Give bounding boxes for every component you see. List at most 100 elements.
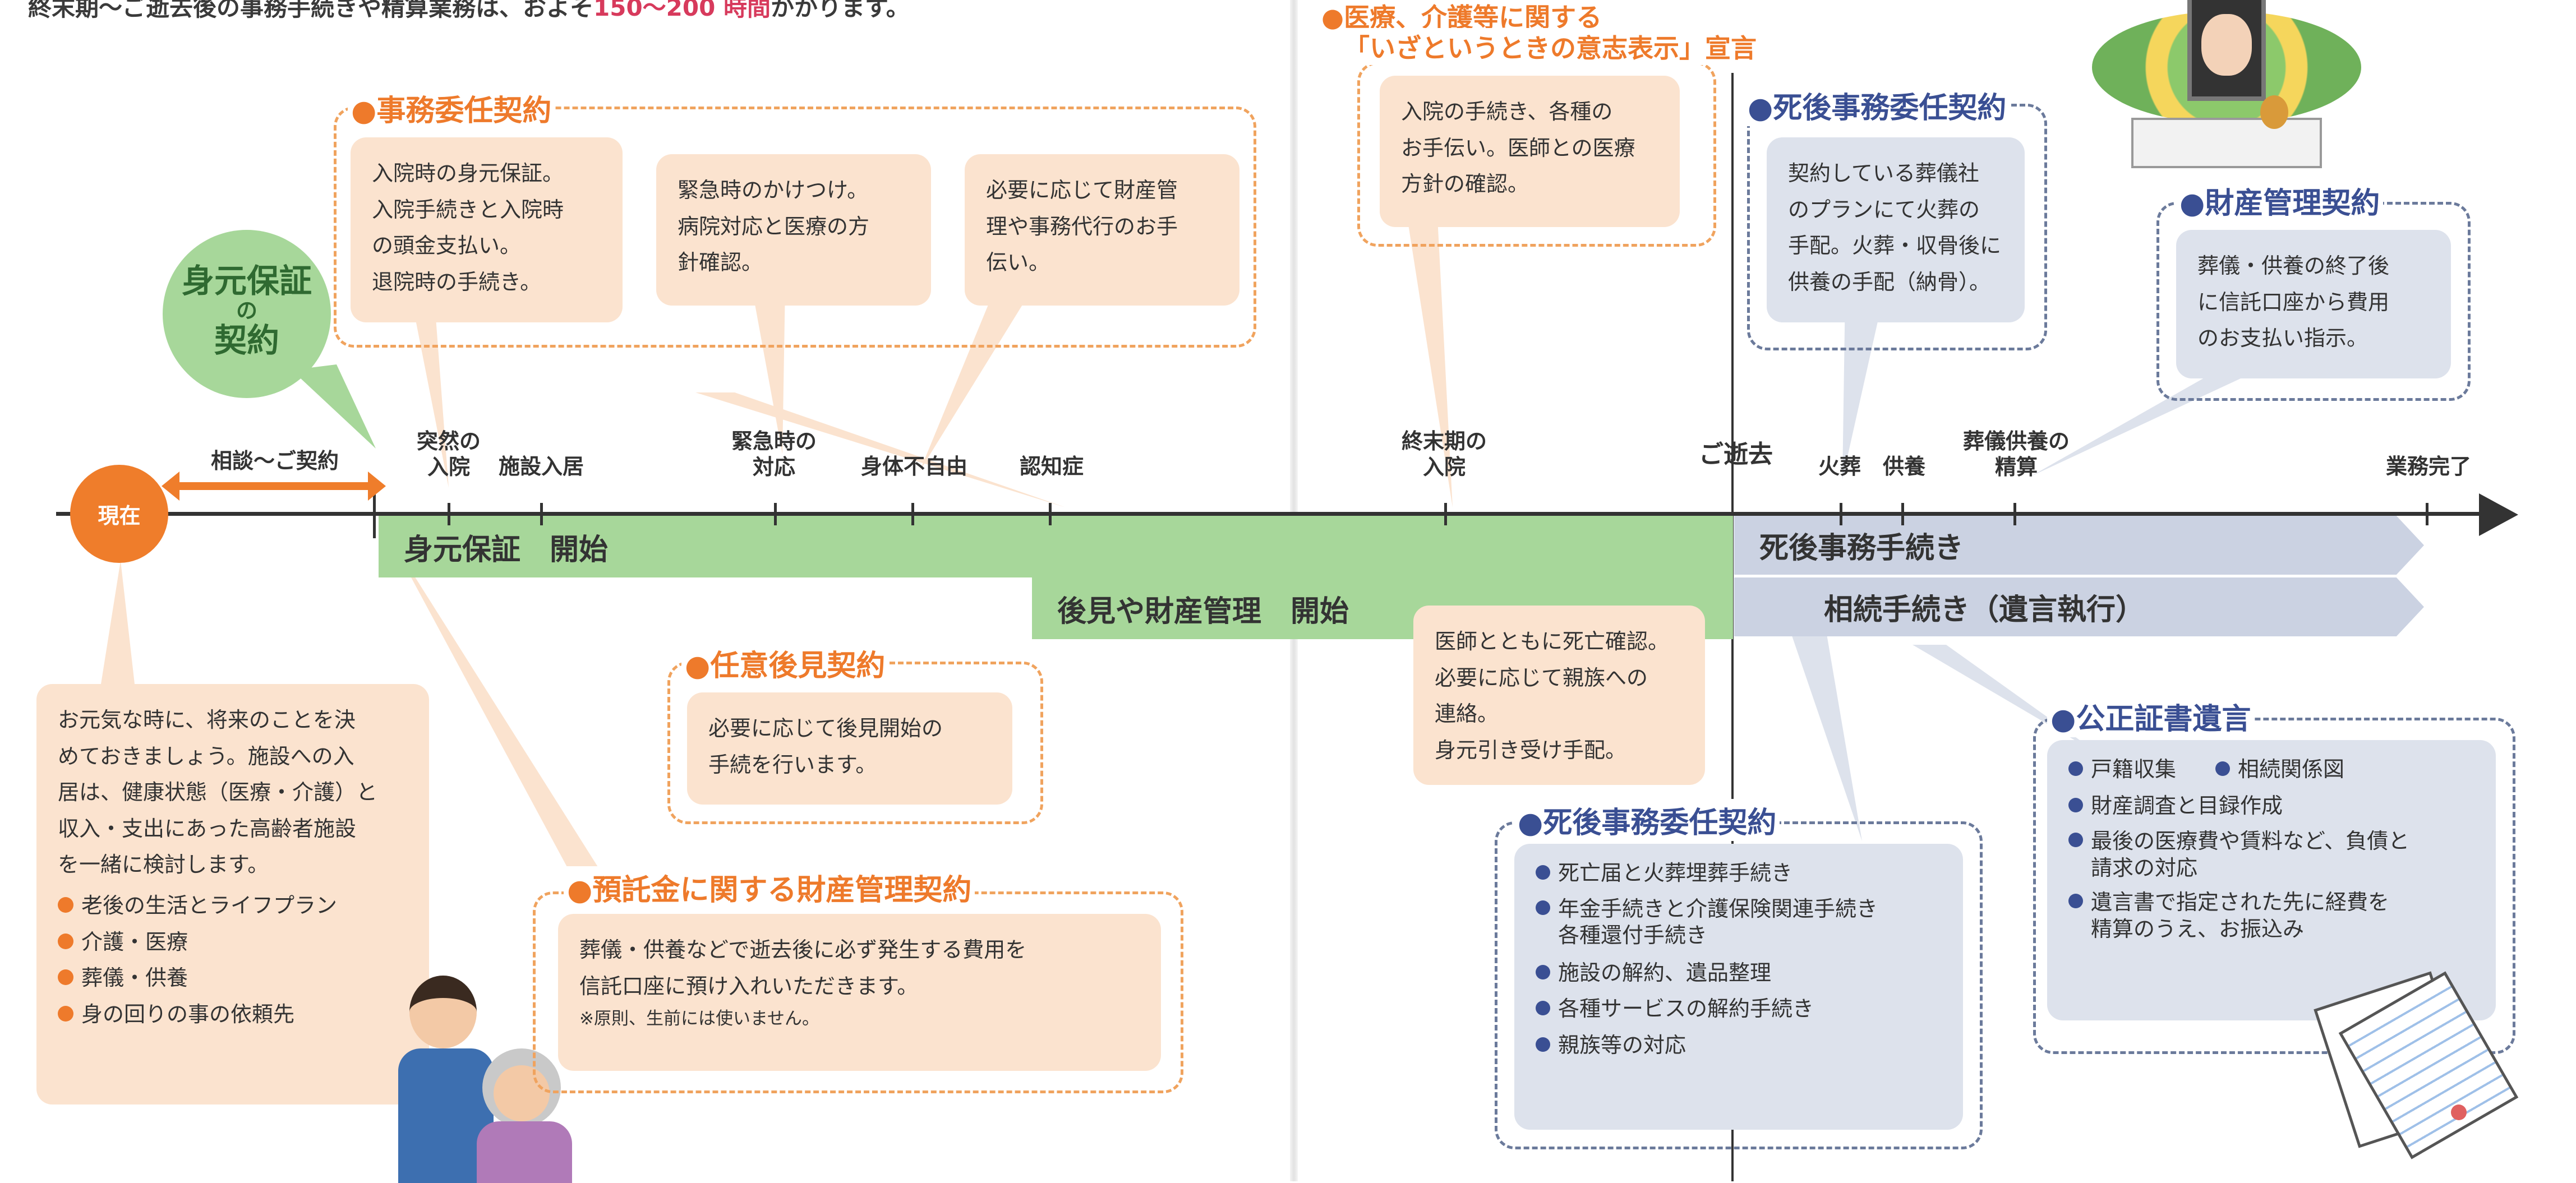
tick-settlement xyxy=(2013,503,2016,525)
jimu-inin-box-property: 必要に応じて財産管 理や事務代行のお手 伝い。 xyxy=(965,154,1239,306)
pointer-shigo-bottom xyxy=(1784,611,1862,841)
shigo-item: 死亡届と火葬埋葬手続き xyxy=(1536,855,1942,891)
genki-box: お元気な時に、将来のことを決 めておきましょう。施設への入 居は、健康状態（医療… xyxy=(36,684,429,1105)
shigo-bottom-box: 死亡届と火葬埋葬手続き 年金手続きと介護保険関連手続き 各種還付手続き 施設の解… xyxy=(1514,844,1963,1130)
tick-dementia xyxy=(1049,503,1052,525)
genki-item: 葬儀・供養 xyxy=(58,960,408,996)
funeral-altar-illustration xyxy=(2092,0,2361,174)
consult-label: 相談〜ご契約 xyxy=(210,449,339,473)
jimu-inin-frame xyxy=(334,107,1256,348)
genki-text: お元気な時に、将来のことを決 めておきましょう。施設への入 居は、健康状態（医療… xyxy=(58,708,378,877)
band-postmortem: 死後事務手続き xyxy=(1734,516,2424,575)
pointer-yotaku xyxy=(387,533,617,897)
iryo-title-1: ●医療、介護等に関する xyxy=(1321,2,1602,33)
shigo-item: 施設の解約、遺品整理 xyxy=(1536,955,1942,991)
event-physical-disability: 身体不自由 xyxy=(860,454,967,479)
nini-kouken-title: ●任意後見契約 xyxy=(681,642,889,684)
pointer-nini xyxy=(695,392,1066,507)
bullet-dot xyxy=(2068,797,2083,812)
jimu-inin-box-hospital: 入院時の身元保証。 入院手続きと入院時 の頭金支払い。 退院時の手続き。 xyxy=(351,137,623,322)
bullet-dot xyxy=(58,969,73,986)
pointer-disability xyxy=(920,280,1038,471)
event-funeral-settlement: 葬儀供養の 精算 xyxy=(1962,429,2070,479)
jimu-inin-box-emergency: 緊急時のかけつけ。 病院対応と医療の方 針確認。 xyxy=(656,154,931,306)
document-papers-illustration xyxy=(2314,971,2519,1159)
genki-item: 老後の生活とライフプラン xyxy=(58,888,408,924)
event-emergency-response: 緊急時の 対応 xyxy=(731,429,817,479)
iryo-box: 入院の手続き、各種の お手伝い。医師との医療 方針の確認。 xyxy=(1380,76,1680,227)
kosei-item: 最後の医療費や賃料など、負債と 請求の対応 xyxy=(2068,828,2474,881)
yotakukin-box: 葬儀・供養などで逝去後に必ず発生する費用を 信託口座に預け入れいただきます。 ※… xyxy=(558,914,1161,1071)
pointer-hospital xyxy=(412,303,449,488)
bullet-dot xyxy=(2068,761,2083,776)
zaisan-box: 葬儀・供養の終了後 に信託口座から費用 のお支払い指示。 xyxy=(2176,230,2451,378)
event-dementia: 認知症 xyxy=(1019,454,1084,479)
event-facility-admission: 施設入居 xyxy=(498,454,584,479)
event-death: ご逝去 xyxy=(1699,440,1773,469)
kosei-box: 戸籍収集 相続関係図 財産調査と目録作成 最後の医療費や賃料など、負債と 請求の… xyxy=(2047,740,2496,1020)
pointer-terminal xyxy=(1402,185,1453,507)
tick-start xyxy=(373,482,376,538)
band-guarantee-start: 身元保証 開始 xyxy=(379,516,1733,577)
event-sudden-hospitalization: 突然の 入院 xyxy=(416,429,481,479)
guarantee-contract-label: 身元保証 の 契約 xyxy=(181,262,312,359)
tick-complete xyxy=(2426,503,2428,525)
pointer-cremation xyxy=(1842,292,1884,479)
shigo-item: 各種サービスの解約手続き xyxy=(1536,991,1942,1027)
nini-kouken-box: 必要に応じて後見開始の 手続を行います。 xyxy=(687,692,1012,805)
event-work-complete: 業務完了 xyxy=(2385,454,2471,479)
shigo-item: 親族等の対応 xyxy=(1536,1027,1942,1064)
yotakukin-text: 葬儀・供養などで逝去後に必ず発生する費用を 信託口座に預け入れいただきます。 xyxy=(579,937,1027,999)
bullet-dot xyxy=(58,1005,73,1022)
jimu-inin-title: ●事務委任契約 xyxy=(348,87,555,129)
pointer-zaisan xyxy=(2030,359,2283,477)
kosei-frame xyxy=(2033,718,2515,1054)
event-cremation: 火葬 xyxy=(1818,454,1861,479)
kosei-item: 相続関係図 xyxy=(2215,751,2344,788)
bullet-dot xyxy=(2068,894,2083,909)
intro-text: 終末期〜ご逝去後の事務手続きや精算業務は、およそ150〜200 時間かかります。 xyxy=(28,0,910,21)
kosei-title: ●公正証書遺言 xyxy=(2047,695,2255,737)
timeline-arrowhead xyxy=(2479,493,2518,536)
event-terminal-hospitalization: 終末期の 入院 xyxy=(1401,429,1487,479)
tick-emergency xyxy=(774,503,777,525)
kosei-item: 遺言書で指定された先に経費を 精算のうえ、お振込み xyxy=(2068,889,2474,942)
pointer-genki xyxy=(101,561,135,684)
bullet-dot xyxy=(1536,964,1550,979)
genki-item: 身の回りの事の依頼先 xyxy=(58,996,408,1033)
kosei-item: 財産調査と目録作成 xyxy=(2068,788,2474,824)
yotakukin-note: ※原則、生前には使いません。 xyxy=(579,1009,820,1029)
shigo-top-title: ●死後事務委任契約 xyxy=(1744,84,2010,126)
shigo-item: 年金手続きと介護保険関連手続き 各種還付手続き xyxy=(1536,896,1942,949)
event-memorial: 供養 xyxy=(1882,454,1925,479)
tick-terminal xyxy=(1444,503,1447,525)
bullet-dot xyxy=(1536,900,1550,915)
bullet-dot xyxy=(58,933,73,949)
band-inheritance: 相続手続き（遺言執行） xyxy=(1734,577,2424,636)
bullet-dot xyxy=(2215,761,2231,776)
kosei-item: 戸籍収集 xyxy=(2068,751,2176,788)
bullet-dot xyxy=(2068,833,2083,848)
bullet-dot xyxy=(58,897,73,913)
now-marker: 現在 xyxy=(70,465,168,563)
shigo-bottom-title: ●死後事務委任契約 xyxy=(1514,799,1780,841)
pointer-guarantee xyxy=(292,364,376,449)
zaisan-title: ●財産管理契約 xyxy=(2176,179,2384,221)
iryo-title-2: 「いざというときの意志表示」宣言 xyxy=(1340,28,1760,65)
tick-disability xyxy=(911,503,914,525)
tick-hospital xyxy=(448,503,450,525)
death-confirm-box: 医師とともに死亡確認。 必要に応じて親族への 連絡。 身元引き受け手配。 xyxy=(1413,606,1705,785)
consult-double-arrow xyxy=(162,472,386,501)
timeline-axis xyxy=(56,512,2501,516)
caregiver-illustration xyxy=(387,976,572,1183)
shigo-top-box: 契約している葬儀社 のプランにて火葬の 手配。火葬・収骨後に 供養の手配（納骨）… xyxy=(1767,137,2025,322)
tick-facility xyxy=(540,503,543,525)
yotakukin-title: ●預託金に関する財産管理契約 xyxy=(564,866,975,908)
tick-memorial xyxy=(1901,503,1904,525)
genki-item: 介護・医療 xyxy=(58,924,408,960)
bullet-dot xyxy=(1536,1001,1550,1016)
guarantee-contract-circle xyxy=(163,230,331,398)
tick-cremation xyxy=(1840,503,1842,525)
bullet-dot xyxy=(1536,865,1550,880)
bullet-dot xyxy=(1536,1037,1550,1052)
